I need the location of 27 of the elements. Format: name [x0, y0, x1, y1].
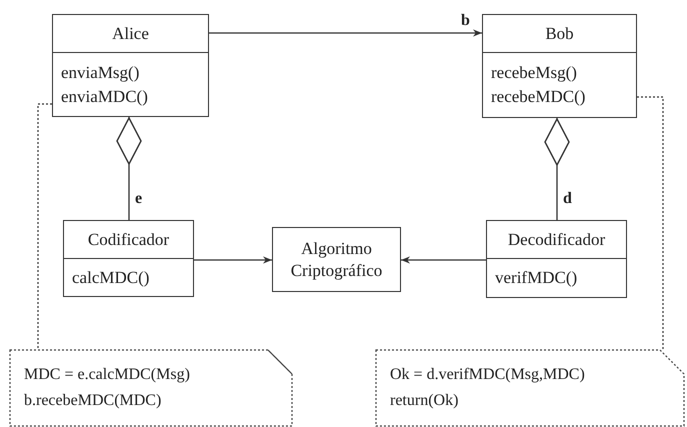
association-arrow	[401, 256, 486, 264]
note-text: Ok = d.verifMDC(Msg,MDC)	[390, 365, 585, 385]
class-name: Decodificador	[508, 230, 606, 250]
method-name: recebeMsg()	[491, 62, 578, 84]
class-name: Codificador	[88, 230, 170, 250]
aggregation-line	[116, 117, 142, 220]
method-name: enviaMsg()	[61, 62, 140, 84]
method-name: verifMDC()	[495, 267, 578, 289]
class-box	[482, 14, 637, 118]
note-text: MDC = e.calcMDC(Msg)	[24, 365, 190, 385]
method-name: calcMDC()	[72, 266, 150, 288]
method-name: recebeMDC()	[491, 86, 586, 108]
class-box	[52, 14, 209, 117]
class-name: Bob	[545, 24, 574, 44]
class-name: Alice	[112, 24, 149, 44]
note-text: b.recebeMDC(MDC)	[24, 391, 162, 411]
note-text: return(Ok)	[390, 391, 458, 411]
method-name: enviaMDC()	[61, 86, 149, 108]
class-name: Algoritmo Criptográfico	[290, 238, 384, 282]
association-arrow	[194, 256, 272, 264]
note-link	[637, 96, 664, 350]
class-box	[63, 220, 194, 297]
aggregation-line	[544, 118, 570, 220]
class-box	[272, 227, 401, 292]
note-link	[37, 103, 52, 350]
association-arrow	[209, 29, 482, 37]
class-box	[486, 220, 627, 298]
